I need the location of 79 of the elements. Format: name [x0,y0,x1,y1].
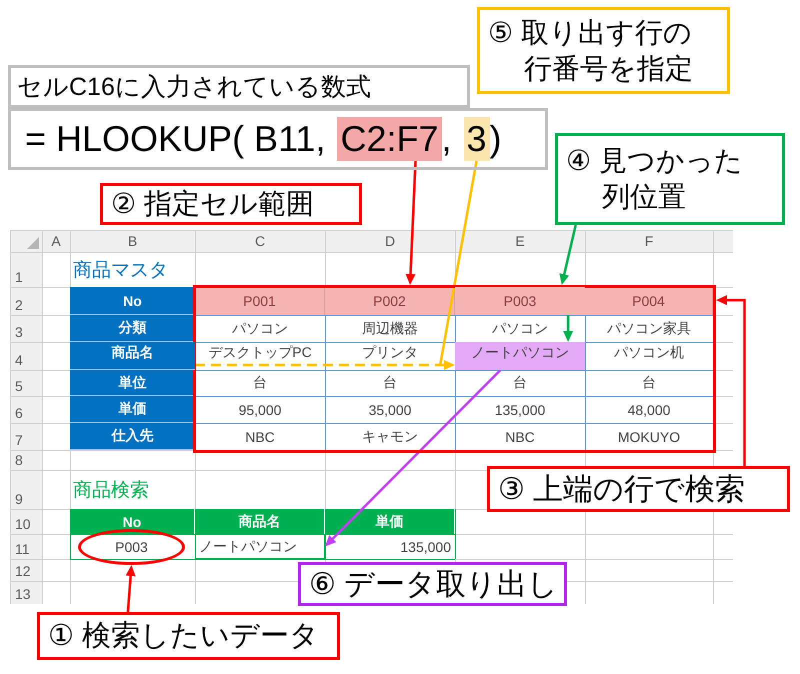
leader-line [438,160,478,366]
cell-value: NBC [245,428,275,444]
cell-value: 48,000 [628,402,670,418]
row-number: 12 [15,563,31,579]
highlighted-argument: 3 [464,117,490,161]
arrow [195,360,455,370]
cell-value: 135,000 [494,402,546,418]
formula-box [8,108,548,170]
table-title: 商品検索 [73,478,149,502]
cell-value: 95,000 [238,402,282,418]
arrow [563,315,574,342]
range-outline [193,285,716,453]
row-number: 6 [15,405,23,421]
callout-box: ④ 見つかった列位置 [555,133,785,225]
header-cell: 単価 [325,509,455,534]
row-number: 5 [15,378,23,394]
header-cell: No [70,287,195,315]
callout-box: ⑥ データ取り出し [298,562,567,606]
callout-box: ⑤ 取り出す行の行番号を指定 [477,7,730,94]
cell-value: 周辺機器 [362,320,418,338]
arrow [559,224,577,286]
column-letter: E [515,233,525,249]
header-cell: 単位 [70,370,195,396]
cell-value: パソコン [492,320,548,338]
circled-value: P003 [78,529,185,565]
header-cell: 分類 [70,315,195,342]
cell-value: デスクトップPC [208,344,312,362]
header-cell: 商品名 [195,509,325,534]
cell-value: パソコン机 [614,344,684,362]
table-title: 商品マスタ [73,258,168,282]
header-cell: 仕入先 [70,423,195,450]
row-number: 2 [15,297,23,313]
callout-box: ② 指定セル範囲 [100,183,362,225]
header-cell: 単価 [70,396,195,423]
callout-box: ① 検索したいデータ [37,612,340,660]
column-letter: B [128,233,138,249]
highlighted-range: C2:F7 [337,117,442,161]
header-cell: P002 [325,287,455,315]
cell-value: パソコン家具 [607,320,691,338]
formula-text: , [442,118,452,160]
header-cell: P001 [195,287,325,315]
column-letter: F [644,233,654,249]
cell-value: 135,000 [400,538,451,554]
row-number: 7 [15,432,23,448]
arrow [406,160,417,285]
header-cell: P003 [455,287,585,315]
cell-value: MOKUYO [618,428,680,444]
formula-text: ) [490,118,502,160]
cell-value: プリンタ [362,344,418,362]
row-number: 3 [15,324,23,340]
formula-caption: セルC16に入力されている数式 [8,65,470,108]
header-cell: No [70,509,195,534]
arrow [126,565,136,612]
formula-text: = HLOOKUP( B11, [25,118,326,160]
row-number: 8 [15,452,23,468]
header-cell: P004 [585,287,713,315]
row-number: 13 [15,586,31,602]
cell-value: 台 [642,374,656,392]
row-number: 4 [15,352,23,368]
row-number: 9 [15,491,23,507]
row-number: 11 [15,541,30,557]
cell-value: 台 [253,374,267,392]
column-letter: A [51,233,61,249]
arrow [716,295,746,466]
callout-box: ③ 上端の行で検索 [487,466,790,512]
cell-value: キャモン [362,428,418,446]
header-cell: 商品名 [70,342,195,370]
arrow [324,369,502,546]
cell-value: 35,000 [368,402,412,418]
cell-value: 台 [513,374,527,392]
highlighted-cell: ノートパソコン [455,342,585,370]
row-number: 1 [15,269,23,285]
cell-value: 台 [383,374,397,392]
column-letter: C [254,233,266,249]
row-number: 10 [15,516,31,532]
cell-value: NBC [505,428,535,444]
result-cell: ノートパソコン [195,534,325,559]
column-letter: D [384,233,396,249]
cell-value: パソコン [232,320,288,338]
